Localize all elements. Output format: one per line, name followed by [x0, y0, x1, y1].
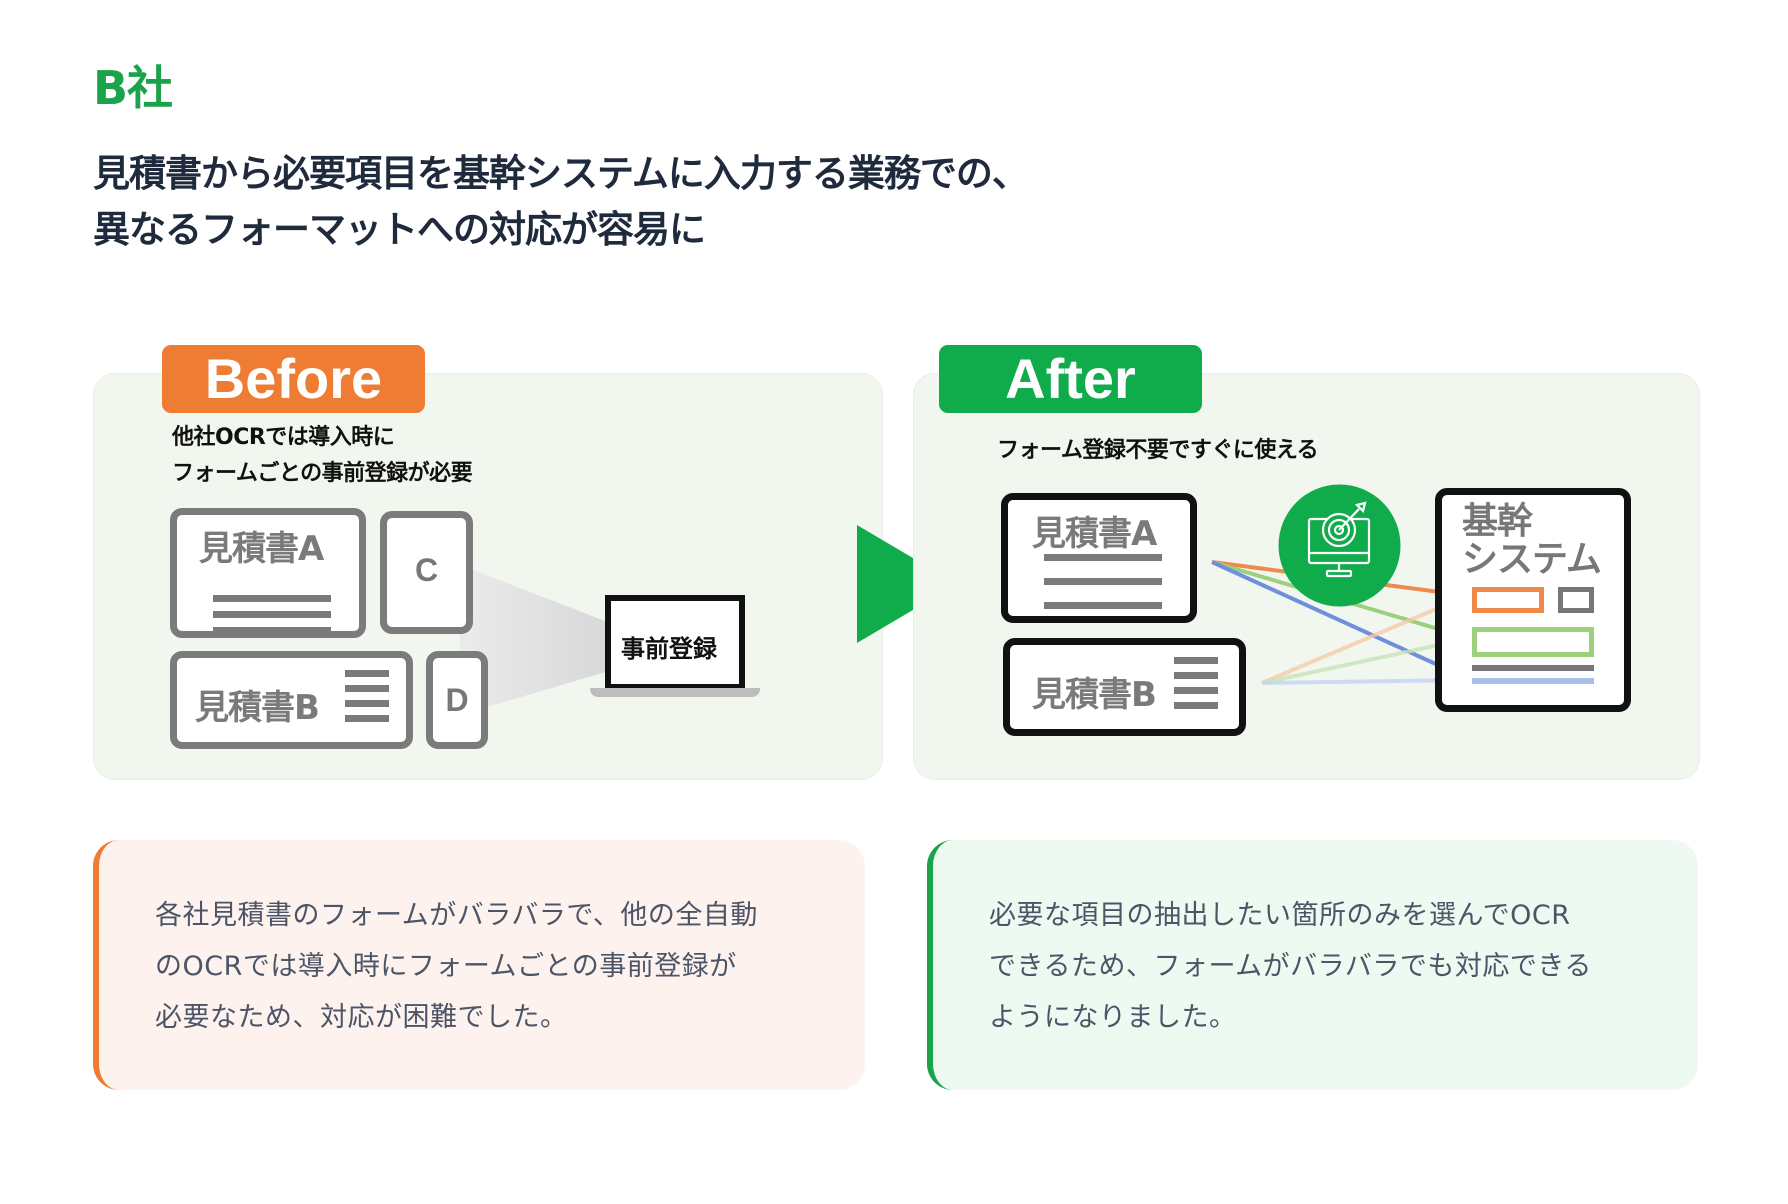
before-description-line-3: 必要なため、対応が困難でした。 [155, 1002, 568, 1033]
after-description-card: 必要な項目の抽出したい箇所のみを選んでOCR できるため、フォームがバラバラでも… [927, 840, 1698, 1090]
before-doc-c: C [380, 511, 473, 634]
after-doc-b-title: 見積書B [1032, 675, 1157, 715]
after-description-line-1: 必要な項目の抽出したい箇所のみを選んでOCR [989, 900, 1571, 931]
text-line-icon [1174, 657, 1218, 664]
text-line-icon [1174, 687, 1218, 694]
text-line-icon [345, 700, 389, 707]
after-doc-a: 見積書A [1001, 493, 1197, 623]
text-line-icon [213, 595, 331, 602]
before-doc-b: 見積書B [170, 651, 413, 749]
text-line-icon [1044, 578, 1162, 585]
after-doc-b: 見積書B [1003, 638, 1246, 736]
company-name: B社 [93, 61, 173, 115]
text-line-icon [1044, 602, 1162, 609]
text-line-icon [345, 670, 389, 677]
core-system-title-line-1: 基幹 [1462, 501, 1533, 542]
before-doc-a: 見積書A [170, 508, 366, 638]
text-line-icon [345, 715, 389, 722]
field-mapping-arrows [1211, 560, 1470, 685]
blue-mapping-arrow [1211, 560, 1470, 681]
text-line-icon [1174, 702, 1218, 709]
text-line-icon [213, 627, 331, 634]
core-system-title-line-2: システム [1462, 539, 1602, 580]
before-doc-d: D [426, 651, 488, 749]
before-caption: 他社OCRでは導入時に フォームごとの事前登録が必要 [172, 420, 473, 492]
blue-mapping-arrow-faint [1261, 678, 1463, 685]
play-arrow-icon [857, 525, 957, 643]
before-doc-d-label: D [445, 682, 469, 718]
core-system-doc: 基幹 システム [1435, 488, 1631, 712]
gray-field-box [1558, 587, 1594, 613]
page-headline: 見積書から必要項目を基幹システムに入力する業務での、 異なるフォーマットへの対応… [93, 146, 1029, 258]
orange-mapping-arrow-faint [1261, 596, 1463, 685]
green-mapping-arrow-faint [1261, 638, 1463, 685]
after-tab-label: After [939, 345, 1202, 413]
laptop-label: 事前登録 [621, 635, 717, 663]
target-monitor-icon [1278, 484, 1401, 607]
before-description-card: 各社見積書のフォームがバラバラで、他の全自動 のOCRでは導入時にフォームごとの… [93, 840, 865, 1090]
after-description-line-3: ようになりました。 [989, 1002, 1237, 1033]
after-description-line-2: できるため、フォームがバラバラでも対応できる [989, 951, 1592, 982]
blue-field-line [1472, 678, 1594, 684]
green-field-box [1472, 627, 1594, 657]
before-caption-line-2: フォームごとの事前登録が必要 [172, 461, 473, 486]
text-line-icon [1174, 672, 1218, 679]
gray-field-line [1472, 665, 1594, 671]
before-caption-line-1: 他社OCRでは導入時に [172, 425, 395, 450]
before-tab-label: Before [162, 345, 425, 413]
after-caption: フォーム登録不要ですぐに使える [997, 438, 1319, 463]
before-doc-c-label: C [414, 552, 439, 588]
text-line-icon [1044, 554, 1162, 561]
laptop-icon: 事前登録 [605, 595, 745, 690]
before-description-line-2: のOCRでは導入時にフォームごとの事前登録が [155, 951, 737, 982]
registration-beam [460, 565, 680, 715]
text-line-icon [345, 685, 389, 692]
before-doc-a-title: 見積書A [199, 529, 324, 569]
orange-field-box [1472, 587, 1544, 613]
text-line-icon [213, 611, 331, 618]
headline-line-2: 異なるフォーマットへの対応が容易に [93, 208, 706, 251]
laptop-base [590, 688, 760, 697]
after-doc-a-title: 見積書A [1032, 514, 1157, 554]
headline-line-1: 見積書から必要項目を基幹システムに入力する業務での、 [93, 152, 1029, 195]
before-doc-b-title: 見積書B [195, 688, 320, 728]
core-system-title: 基幹 システム [1462, 501, 1602, 580]
before-description-line-1: 各社見積書のフォームがバラバラで、他の全自動 [155, 900, 758, 931]
